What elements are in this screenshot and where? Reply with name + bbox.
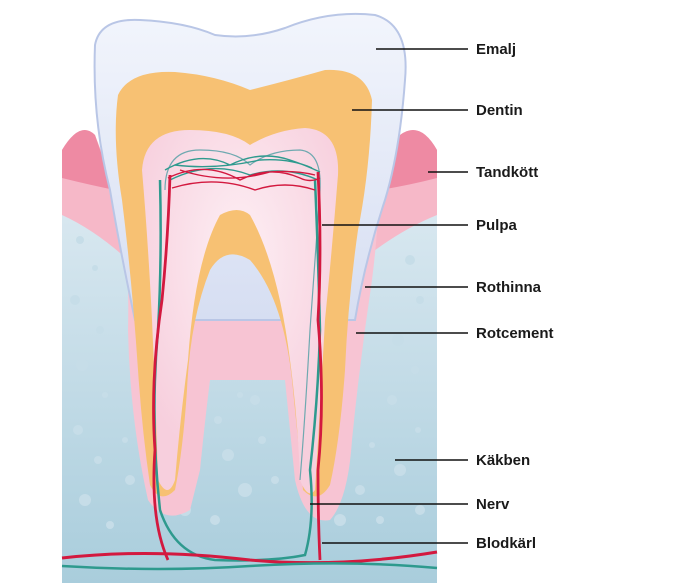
label-pulpa: Pulpa — [476, 217, 517, 234]
label-tandkott: Tandkött — [476, 164, 538, 181]
label-nerv: Nerv — [476, 496, 510, 513]
label-rotcement: Rotcement — [476, 325, 554, 342]
label-emalj: Emalj — [476, 41, 516, 58]
label-rothinna: Rothinna — [476, 279, 542, 296]
label-blodkarl: Blodkärl — [476, 535, 536, 552]
labels: Emalj Dentin Tandkött Pulpa Rothinna Rot… — [476, 41, 554, 552]
label-dentin: Dentin — [476, 102, 523, 119]
label-kakben: Käkben — [476, 452, 530, 469]
